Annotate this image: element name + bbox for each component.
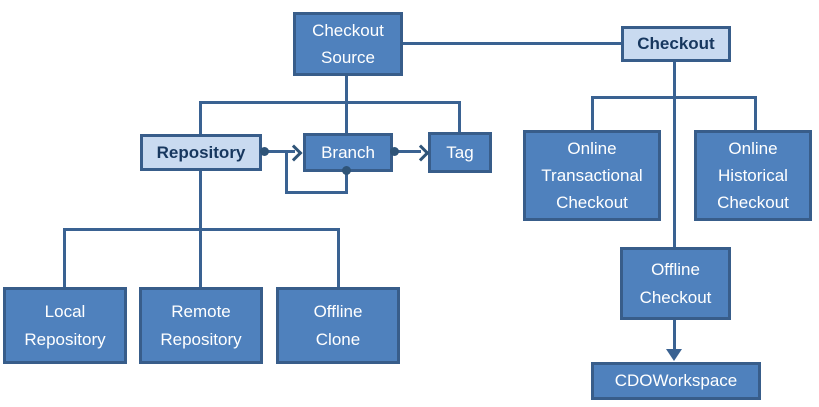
connector-to-online-historical: [754, 96, 757, 130]
connector-to-local-repository: [63, 228, 66, 287]
connector-right-tree-horizontal: [591, 96, 757, 99]
connector-checkoutsource-down: [345, 76, 348, 134]
connector-left-tree-horizontal: [199, 101, 461, 104]
node-offline-checkout: Offline Checkout: [620, 247, 731, 320]
connector-to-repository: [199, 101, 202, 134]
node-tag: Tag: [428, 132, 492, 173]
node-repository: Repository: [140, 134, 262, 171]
connector-to-tag: [458, 101, 461, 132]
connector-branch-loop-left: [285, 152, 288, 194]
node-local-repository: Local Repository: [3, 287, 127, 364]
connector-checkout-down: [673, 62, 676, 247]
connector-checkoutsource-checkout: [403, 42, 621, 45]
connector-offlinecheckout-down: [673, 320, 676, 351]
node-remote-repository: Remote Repository: [139, 287, 263, 364]
node-checkout: Checkout: [621, 26, 731, 62]
node-online-historical-checkout: Online Historical Checkout: [694, 130, 812, 221]
node-checkout-source: Checkout Source: [293, 12, 403, 76]
connector-repository-branch: [268, 150, 295, 153]
node-cdoworkspace: CDOWorkspace: [591, 362, 761, 400]
connector-to-remote-repository: [199, 228, 202, 287]
connector-to-online-transactional: [591, 96, 594, 130]
connector-branch-tag: [398, 150, 421, 153]
aggregation-dot-branch-right: [390, 147, 399, 156]
connector-repository-down: [199, 171, 202, 229]
connector-to-offline-clone: [337, 228, 340, 287]
node-offline-clone: Offline Clone: [276, 287, 400, 364]
arrowhead-into-branch: [285, 144, 303, 162]
aggregation-dot-branch-bottom: [342, 166, 351, 175]
arrowhead-into-tag: [412, 144, 430, 162]
connector-branch-loop-right: [345, 171, 348, 194]
aggregation-dot-repository: [260, 147, 269, 156]
arrowhead-into-cdoworkspace: [666, 349, 682, 361]
connector-branch-loop-bottom: [285, 191, 348, 194]
node-online-transactional-checkout: Online Transactional Checkout: [523, 130, 661, 221]
